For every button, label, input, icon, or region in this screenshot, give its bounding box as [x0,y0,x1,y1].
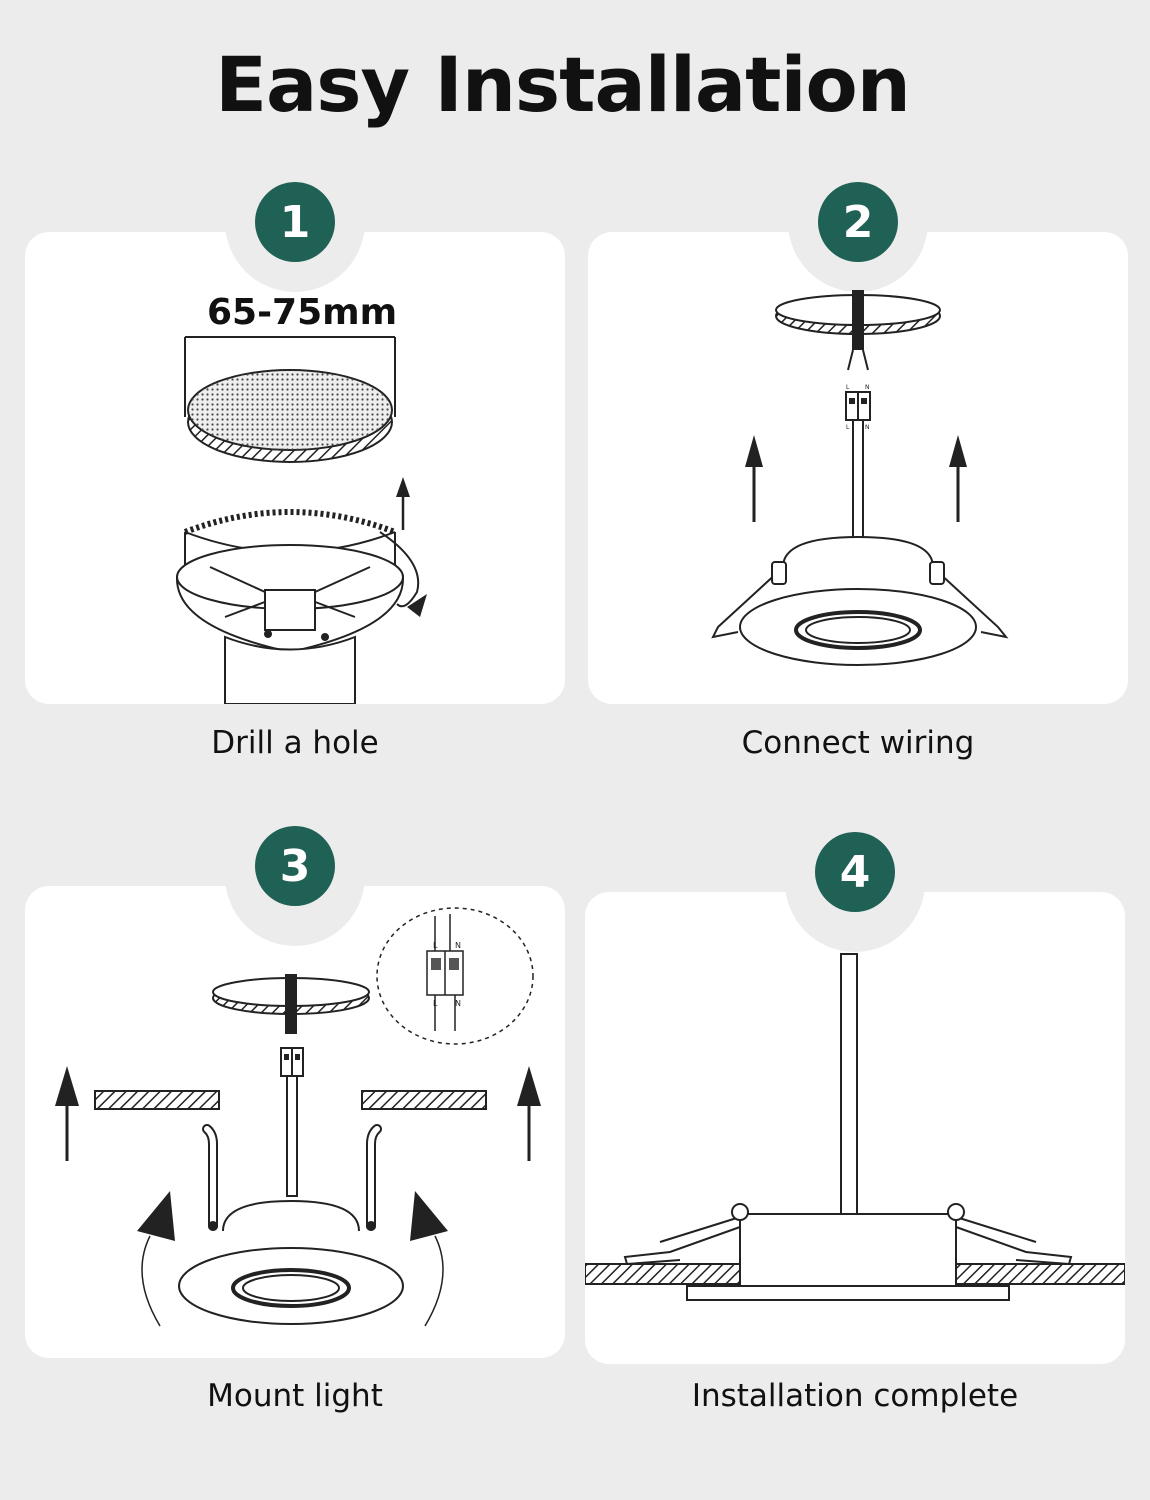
step-1-badge: 1 [255,182,335,262]
svg-text:N: N [865,384,870,391]
svg-text:N: N [455,941,461,950]
svg-text:N: N [865,424,870,431]
step-3-card: L N L N [25,886,565,1358]
step-2-badge: 2 [818,182,898,262]
mount-light-illustration: L N L N [55,907,541,1327]
svg-text:N: N [455,999,461,1008]
svg-text:L: L [846,384,850,391]
connect-wiring-illustration: L N L N [711,290,1009,666]
step-2-card: L N L N [588,232,1128,704]
svg-text:L: L [846,424,850,431]
step-4-card [585,892,1125,1364]
step-3-caption: Mount light [207,1378,383,1414]
drill-hole-illustration [175,336,427,704]
step-2-caption: Connect wiring [741,725,975,761]
installation-complete-illustration [585,953,1125,1301]
step-4-caption: Installation complete [691,1378,1019,1414]
step-1-caption: Drill a hole [211,725,379,761]
step-4-badge: 4 [815,832,895,912]
page-title: Easy Installation [215,40,911,129]
hole-dimension-label: 65-75mm [207,292,398,333]
svg-text:L: L [433,999,438,1008]
step-3-badge: 3 [255,826,335,906]
svg-text:L: L [433,941,438,950]
step-1-card: 65-75mm [25,232,565,704]
